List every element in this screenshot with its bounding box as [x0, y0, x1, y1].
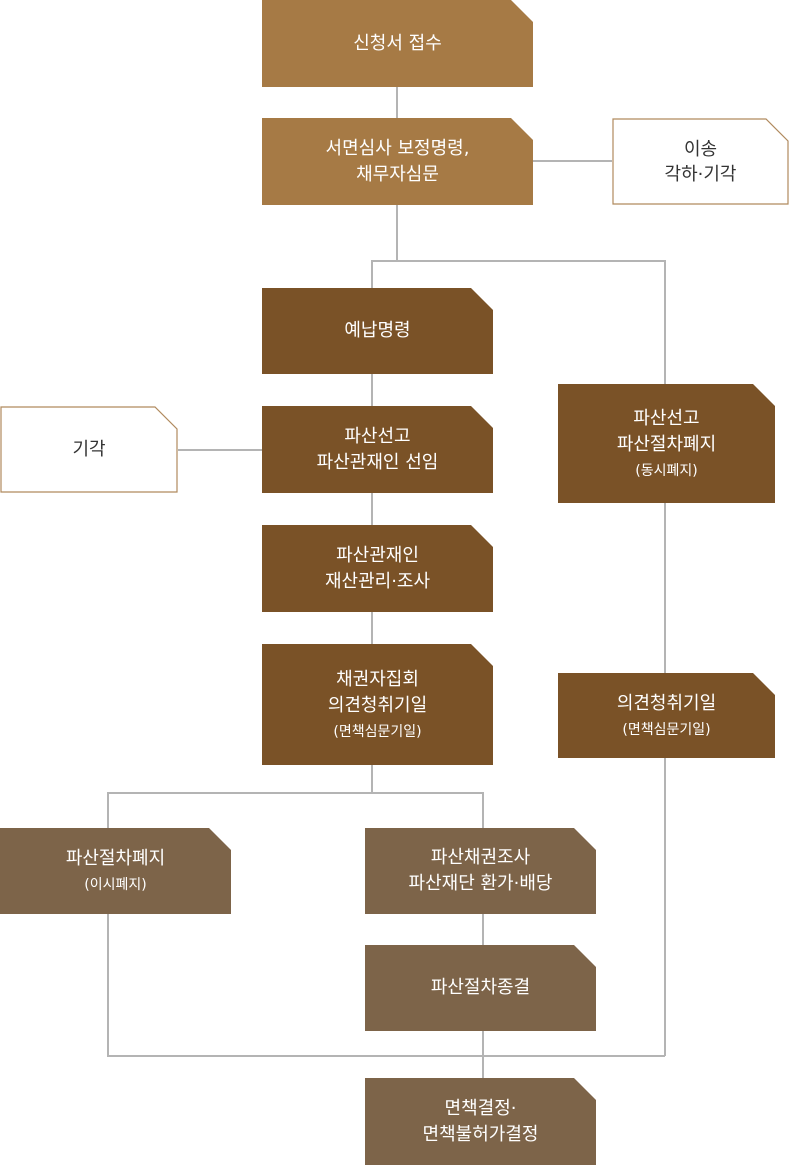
claims-label-2: 파산재단 환가·배당 — [408, 873, 553, 894]
review-label-1: 서면심사 보정명령, — [325, 137, 470, 159]
trustee-label-2: 재산관리·조사 — [324, 570, 431, 592]
prepay-label: 예납명령 — [344, 320, 411, 341]
declaration-side-outcome: 기각 — [0, 406, 178, 493]
simultaneous-hearing-step: 의견청취기일 (면책심문기일) — [558, 673, 775, 758]
review-side-label-1: 이송 — [683, 138, 718, 160]
meeting-sub-label: (면책심문기일) — [333, 723, 422, 740]
procedure-closure-step: 파산절차종결 — [365, 945, 596, 1031]
later-abolition-label: 파산절차폐지 — [65, 848, 166, 869]
later-abolition-step: 파산절차폐지 (이시폐지) — [0, 828, 231, 914]
claims-investigation-step: 파산채권조사 파산재단 환가·배당 — [365, 828, 596, 914]
claims-label-1: 파산채권조사 — [430, 847, 531, 868]
trustee-management-step: 파산관재인 재산관리·조사 — [262, 525, 493, 612]
simultaneous-label-1: 파산선고 — [633, 407, 700, 429]
simultaneous-hearing-label: 의견청취기일 — [616, 692, 717, 714]
bankruptcy-declaration-step: 파산선고 파산관재인 선임 — [262, 406, 493, 493]
discharge-decision-step: 면책결정· 면책불허가결정 — [365, 1078, 596, 1165]
trustee-label-1: 파산관재인 — [336, 544, 419, 566]
creditors-meeting-step: 채권자집회 의견청취기일 (면책심문기일) — [262, 644, 493, 765]
simultaneous-abolition-step: 파산선고 파산절차폐지 (동시폐지) — [558, 384, 775, 503]
closure-label: 파산절차종결 — [430, 977, 531, 998]
discharge-label-2: 면책불허가결정 — [422, 1123, 539, 1145]
folded-box-outline — [612, 118, 789, 205]
simultaneous-label-2: 파산절차폐지 — [616, 433, 717, 455]
receipt-step: 신청서 접수 — [262, 0, 533, 87]
receipt-label: 신청서 접수 — [353, 32, 442, 54]
review-side-label-2: 각하·기각 — [664, 163, 737, 185]
simultaneous-sub-label: (동시폐지) — [635, 462, 698, 479]
declaration-label-2: 파산관재인 선임 — [316, 451, 439, 473]
later-abolition-sub-label: (이시폐지) — [84, 877, 147, 893]
discharge-label-1: 면책결정· — [444, 1097, 517, 1119]
declaration-side-label: 기각 — [72, 439, 106, 460]
review-label-2: 채무자심문 — [356, 163, 439, 185]
declaration-label-1: 파산선고 — [344, 425, 411, 447]
meeting-label-2: 의견청취기일 — [327, 694, 428, 716]
review-side-outcome: 이송 각하·기각 — [612, 118, 789, 205]
prepay-order-step: 예납명령 — [262, 288, 493, 374]
simultaneous-hearing-sub-label: (면책심문기일) — [622, 721, 711, 738]
meeting-label-1: 채권자집회 — [336, 668, 419, 690]
review-step: 서면심사 보정명령, 채무자심문 — [262, 118, 533, 205]
folded-box-outline — [0, 406, 178, 493]
